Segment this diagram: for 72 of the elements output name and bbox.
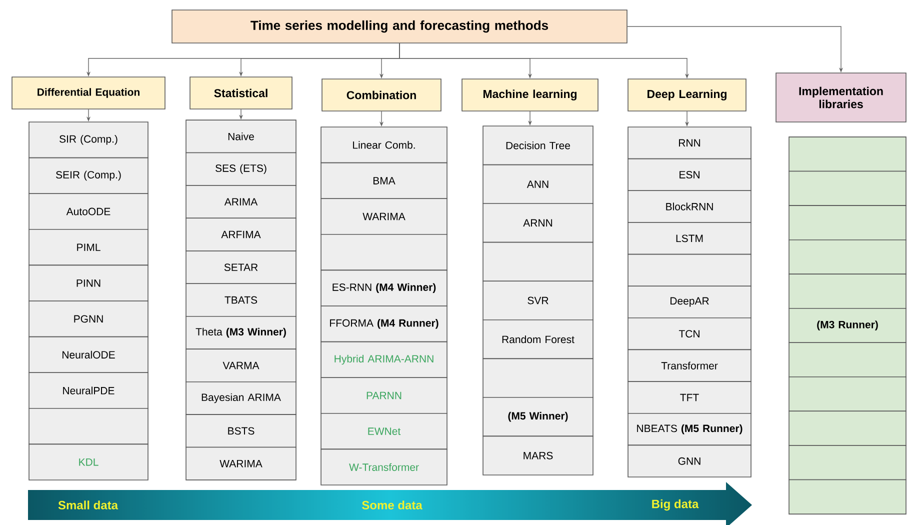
method-box: BSTS (186, 414, 296, 448)
method-box: BlockRNN (628, 190, 752, 223)
library-box: (M3 Runner) (788, 308, 906, 344)
method-box: NeuralODE (28, 336, 148, 373)
method-box: Naive (186, 120, 296, 154)
library-box (788, 136, 906, 172)
method-box: SVR (482, 280, 594, 320)
method-box: KDL (28, 444, 148, 480)
method-box: Random Forest (482, 320, 594, 360)
method-box: ARIMA (186, 185, 296, 219)
method-box: NeuralPDE (28, 372, 148, 409)
method-box: PINN (28, 264, 148, 302)
category-box: Statistical (190, 76, 292, 110)
method-box: Theta (M3 Winner) (186, 316, 296, 350)
library-box (788, 239, 906, 275)
method-box: EWNet (320, 413, 448, 450)
method-box: W-Transformer (320, 448, 448, 486)
method-box: PIML (28, 229, 148, 266)
method-box: Linear Comb. (320, 126, 448, 164)
method-box: WARIMA (186, 446, 296, 480)
method-box: Transformer (628, 349, 752, 382)
method-box: WARIMA (320, 198, 448, 235)
method-box (482, 358, 594, 398)
method-box: TBATS (186, 283, 296, 317)
method-box: LSTM (628, 222, 752, 255)
method-box: PARNN (320, 377, 448, 414)
category-box: Machine learning (462, 78, 598, 112)
method-box: NBEATS (M5 Runner) (628, 413, 752, 446)
method-box: ES-RNN (M4 Winner) (320, 270, 448, 306)
method-box: ESN (628, 158, 752, 191)
library-box (788, 445, 906, 480)
category-box: Combination (322, 78, 442, 112)
method-box: TCN (628, 318, 752, 350)
library-box (788, 274, 906, 309)
category-box: Implementation libraries (776, 72, 906, 122)
method-box (482, 242, 594, 282)
method-box: SIR (Comp.) (28, 122, 148, 158)
method-box: SETAR (186, 250, 296, 284)
library-box (788, 479, 906, 514)
title-box: Time series modelling and forecasting methods (172, 10, 628, 44)
method-box (28, 408, 148, 445)
method-box: AutoODE (28, 193, 148, 230)
library-box (788, 410, 906, 446)
scale-label: Some data (362, 500, 422, 510)
category-box: Differential Equation (12, 76, 166, 110)
library-box (788, 376, 906, 412)
method-box: RNN (628, 126, 752, 160)
method-box: ANN (482, 164, 594, 204)
method-box: MARS (482, 436, 594, 476)
method-box: DeepAR (628, 286, 752, 318)
method-box: ARNN (482, 203, 594, 243)
method-box: BMA (320, 162, 448, 199)
method-box: ARFIMA (186, 218, 296, 252)
scale-label: Big data (652, 499, 699, 511)
scale-label: Small data (58, 500, 118, 510)
method-box: (M5 Winner) (482, 397, 594, 437)
method-box: VARMA (186, 348, 296, 382)
method-box: Bayesian ARIMA (186, 381, 296, 415)
method-box: SEIR (Comp.) (28, 157, 148, 194)
library-box (788, 170, 906, 206)
library-box (788, 342, 906, 378)
method-box: PGNN (28, 300, 148, 338)
library-box (788, 205, 906, 240)
category-box: Deep Learning (628, 78, 746, 112)
method-box: TFT (628, 381, 752, 414)
method-box (628, 254, 752, 286)
method-box: Decision Tree (482, 126, 594, 166)
method-box (320, 234, 448, 271)
method-box: Hybrid ARIMA-ARNN (320, 341, 448, 378)
method-box: FFORMA (M4 Runner) (320, 306, 448, 342)
method-box: GNN (628, 444, 752, 478)
method-box: SES (ETS) (186, 152, 296, 186)
